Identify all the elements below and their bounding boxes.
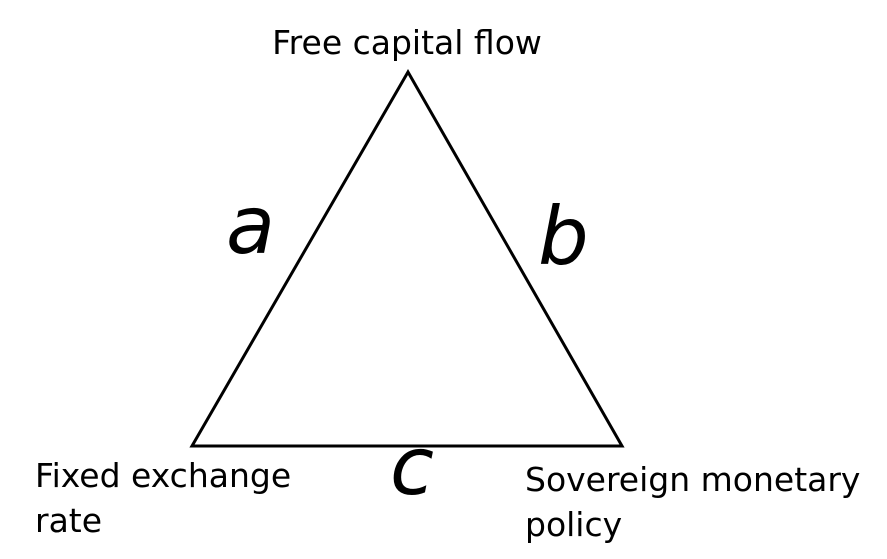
- edge-label-c: c: [390, 420, 434, 513]
- vertex-label-free-capital-flow: Free capital flow: [272, 23, 542, 62]
- vertex-label-sovereign-monetary-policy: Sovereign monetary policy: [525, 460, 861, 544]
- triangle-outline: [189, 68, 625, 448]
- vertex-label-fixed-exchange-rate: Fixed exchange rate: [35, 456, 292, 540]
- edge-label-b: b: [538, 190, 589, 283]
- edge-label-a: a: [226, 179, 276, 272]
